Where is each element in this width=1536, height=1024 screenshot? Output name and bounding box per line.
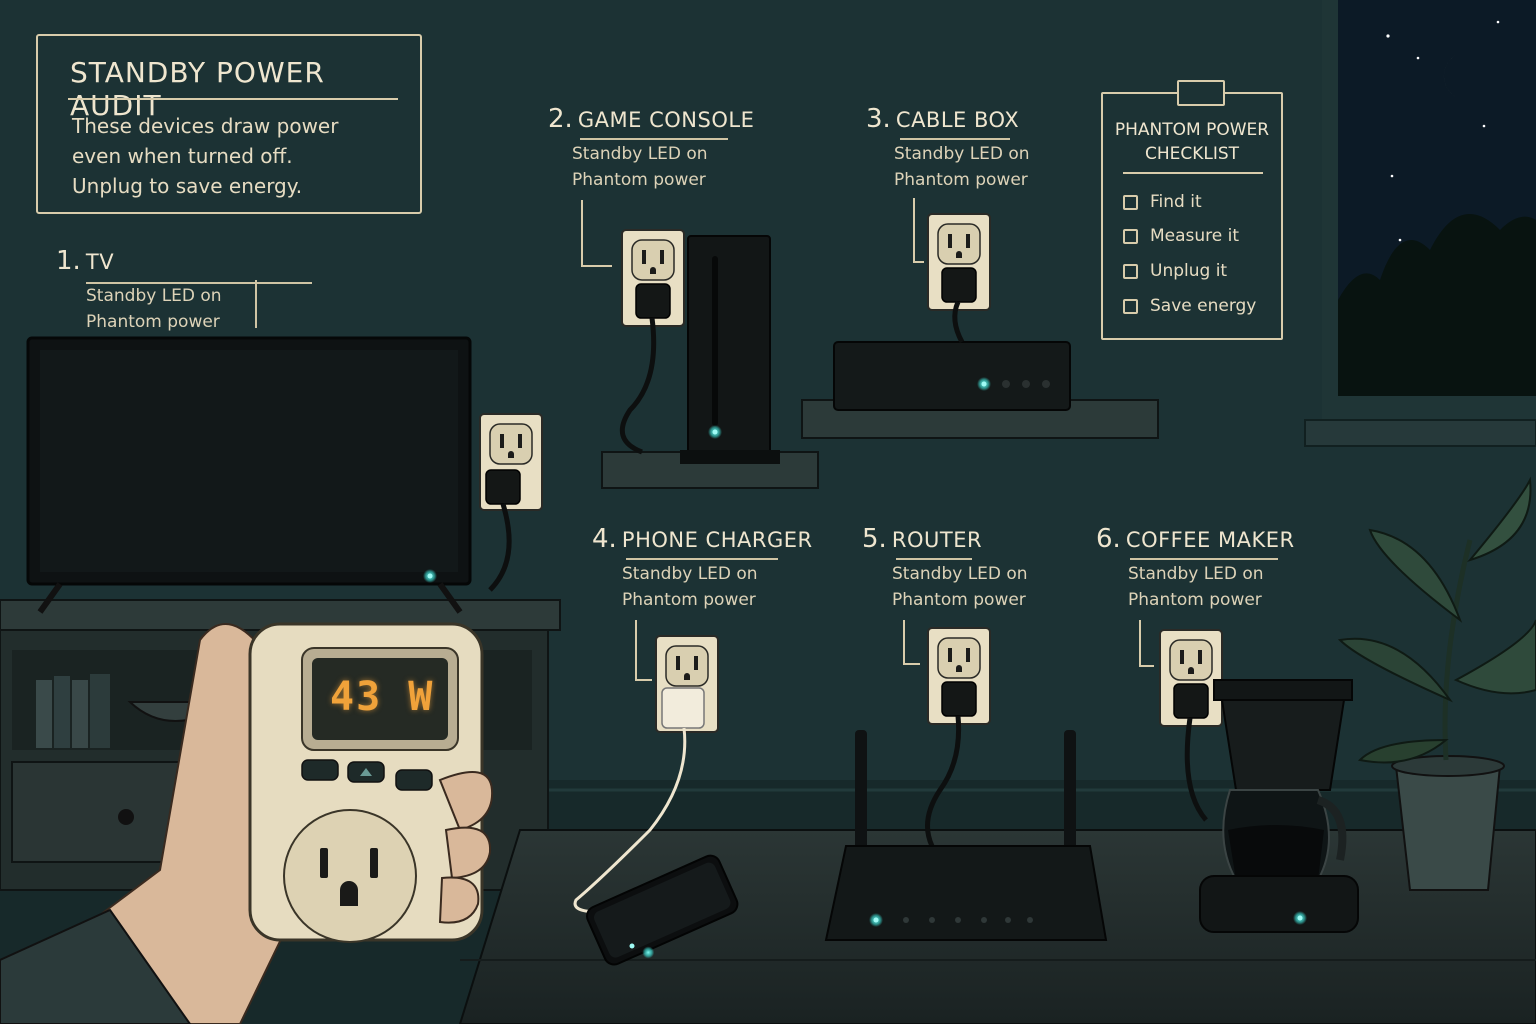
potted-plant <box>1337 476 1536 891</box>
phantom-power-checklist: PHANTOM POWER CHECKLIST Find it Measure … <box>1101 80 1283 340</box>
audit-description-line: Unplug to save energy. <box>72 174 303 198</box>
checklist-heading: CHECKLIST <box>1144 144 1240 164</box>
device-power: Phantom power <box>572 170 706 190</box>
checklist-item[interactable]: Find it <box>1123 192 1202 212</box>
device-label-phone-charger: 4. PHONE CHARGER Standby LED on Phantom … <box>592 524 813 610</box>
audit-title-box: STANDBY POWER AUDIT These devices draw p… <box>36 34 422 214</box>
meter-right-button[interactable] <box>395 769 433 791</box>
power-meter <box>248 622 494 943</box>
audit-title: STANDBY POWER AUDIT <box>70 56 325 122</box>
device-power: Phantom power <box>892 590 1026 610</box>
audit-description-line: These devices draw power <box>72 114 339 138</box>
device-status: Standby LED on <box>894 144 1030 164</box>
device-power: Phantom power <box>86 312 220 332</box>
checkbox-icon[interactable] <box>1123 263 1138 279</box>
up-arrow-icon <box>360 768 372 776</box>
checkbox-icon[interactable] <box>1123 194 1138 210</box>
night-window <box>1304 0 1536 447</box>
device-label-game-console: 2. GAME CONSOLE Standby LED on Phantom p… <box>548 104 755 190</box>
phone-charger <box>573 687 705 914</box>
smartphone <box>586 854 739 966</box>
audit-description-line: even when turned off. <box>72 144 293 168</box>
game-console <box>680 235 780 464</box>
meter-reading: 43 W <box>330 674 435 720</box>
tv <box>26 336 472 614</box>
checkbox-icon[interactable] <box>1123 298 1138 314</box>
device-status: Standby LED on <box>622 564 758 584</box>
cable-box <box>833 341 1071 411</box>
checklist-item[interactable]: Measure it <box>1123 226 1239 246</box>
device-label-cable-box: 3. CABLE BOX Standby LED on Phantom powe… <box>866 104 1030 190</box>
device-power: Phantom power <box>894 170 1028 190</box>
router <box>824 730 1108 941</box>
device-power: Phantom power <box>622 590 756 610</box>
device-status: Standby LED on <box>1128 564 1264 584</box>
device-power: Phantom power <box>1128 590 1262 610</box>
device-label-router: 5. ROUTER Standby LED on Phantom power <box>862 524 1028 610</box>
tape-icon <box>1177 80 1225 106</box>
device-status: Standby LED on <box>892 564 1028 584</box>
checklist-item[interactable]: Unplug it <box>1123 261 1227 281</box>
device-label-coffee-maker: 6. COFFEE MAKER Standby LED on Phantom p… <box>1096 524 1295 610</box>
device-status: Standby LED on <box>572 144 708 164</box>
device-label-tv: 1. TV Standby LED on Phantom power <box>56 246 312 332</box>
checkbox-icon[interactable] <box>1123 228 1138 244</box>
meter-left-button[interactable] <box>301 759 339 781</box>
checklist-heading: PHANTOM POWER <box>1114 120 1270 140</box>
checklist-item[interactable]: Save energy <box>1123 296 1256 316</box>
device-status: Standby LED on <box>86 286 222 306</box>
coffee-maker <box>1199 679 1359 933</box>
